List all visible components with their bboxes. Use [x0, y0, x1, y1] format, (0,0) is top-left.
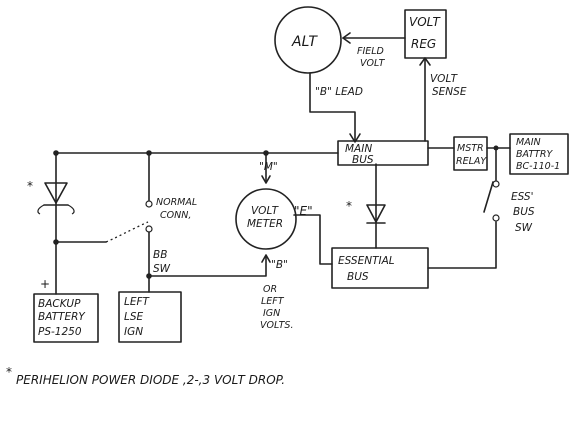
ess-bus-sw-label-1: ESS' [511, 191, 533, 203]
junction-dot [53, 150, 59, 156]
backup-battery-label-3: PS-1250 [38, 326, 82, 338]
essential-bus-label-1: ESSENTIAL [338, 255, 395, 267]
backup-battery-plus: + [40, 277, 50, 291]
voltmeter-label-2: METER [247, 218, 283, 230]
footnote-asterisk: * [6, 365, 12, 379]
volt-reg-label-2: REG [411, 37, 436, 51]
bb-sw-label-1: BB [153, 249, 167, 261]
essential-bus: ESSENTIAL BUS [331, 247, 429, 289]
wire-ess-sw-lower [427, 221, 497, 269]
normal-conn-label-1: NORMAL [156, 197, 197, 208]
junction-dot [146, 273, 152, 279]
junction-dot [263, 150, 269, 156]
normal-conn-label-2: CONN, [160, 210, 191, 221]
mstr-relay-label-1: MSTR [457, 143, 484, 154]
main-battery-label-1: MAIN [516, 137, 541, 148]
left-lse-ign: LEFT LSE IGN [118, 291, 182, 343]
mstr-relay-label-2: RELAY [456, 156, 487, 167]
junction-dot [493, 145, 499, 151]
wire-voltmeter-e [293, 214, 333, 265]
wire-voltmeter-b-arrow [261, 254, 271, 263]
bb-sw-label-2: SW [153, 263, 171, 275]
bb-switch [145, 200, 153, 233]
wire-b-lead-arrow [349, 133, 361, 143]
junction-dot [53, 239, 59, 245]
left-lse-ign-label-2: LSE [124, 311, 144, 323]
alternator-label: ALT [291, 34, 318, 50]
essential-diode [366, 204, 386, 224]
backup-battery-label-2: BATTERY [38, 311, 86, 323]
volt-reg-label-1: VOLT [409, 15, 442, 29]
main-battery-label-3: BC-110-1 [516, 161, 560, 172]
voltmeter: VOLT METER [235, 188, 297, 250]
b-lead-label: "B" LEAD [315, 86, 363, 98]
or-left-label-3: IGN [263, 308, 280, 319]
e-terminal-label: "E" [294, 204, 313, 218]
volt-sense-label-2: SENSE [432, 86, 467, 98]
junction-dot [146, 150, 152, 156]
backup-diode-asterisk: * [27, 179, 33, 193]
ess-bus-switch [483, 180, 500, 222]
voltage-regulator: VOLT REG [404, 9, 447, 59]
main-battery: MAIN BATTRY BC-110-1 [509, 133, 569, 175]
backup-battery: BACKUP BATTERY PS-1250 [33, 293, 99, 343]
main-bus-label-1: MAIN [345, 143, 372, 155]
main-bus-label-2: BUS [352, 154, 374, 166]
left-lse-ign-label-3: IGN [124, 326, 143, 338]
or-left-label-2: LEFT [261, 296, 285, 307]
master-relay: MSTR RELAY [453, 136, 488, 171]
alternator: ALT [274, 6, 342, 74]
footnote-text: PERIHELION POWER DIODE ,2-,3 VOLT DROP. [16, 373, 285, 387]
backup-battery-label-1: BACKUP [38, 298, 81, 310]
wire-field-volt-arrow [342, 32, 351, 44]
volt-sense-label-1: VOLT [430, 73, 459, 85]
field-volt-label-2: VOLT [360, 58, 386, 69]
wire-normal-conn-dashed [105, 221, 149, 243]
m-terminal-label: "M" [259, 161, 278, 173]
or-left-label-4: VOLTS. [260, 320, 293, 331]
voltmeter-label-1: VOLT [251, 205, 280, 217]
or-left-label-1: OR [263, 284, 277, 295]
wire-b-lead [309, 72, 356, 142]
ess-bus-sw-label-3: SW [515, 222, 533, 234]
field-volt-label-1: FIELD [357, 46, 384, 57]
wire-voltmeter-m-arrow [261, 175, 271, 184]
essential-diode-asterisk: * [346, 199, 352, 213]
essential-bus-label-2: BUS [347, 271, 369, 283]
backup-diode [37, 182, 75, 215]
main-battery-label-2: BATTRY [516, 149, 554, 160]
ess-bus-sw-label-2: BUS [513, 206, 535, 218]
wire-voltmeter-b [148, 255, 267, 277]
b-terminal-label: "B" [271, 259, 288, 271]
left-lse-ign-label-1: LEFT [124, 296, 151, 308]
main-bus: MAIN BUS [337, 140, 429, 166]
